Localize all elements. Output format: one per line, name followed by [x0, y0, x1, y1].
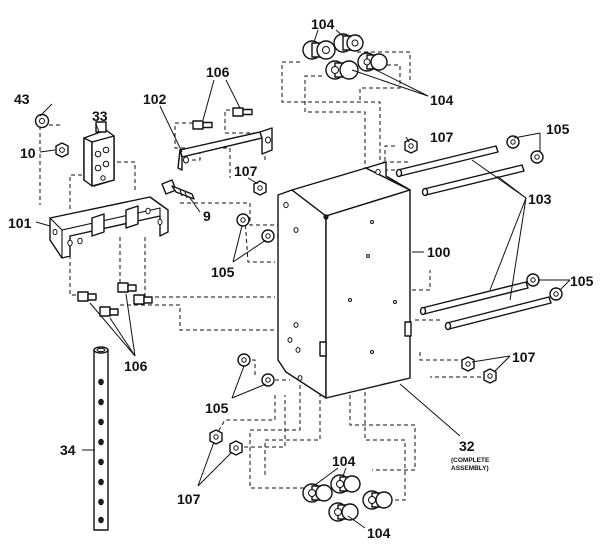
- callout-43: 43: [14, 91, 30, 107]
- nut-43: [34, 113, 50, 129]
- callout-103: 103: [528, 191, 552, 207]
- bracket-102: [177, 127, 273, 171]
- callout-101: 101: [8, 215, 32, 231]
- callout-105-right: 105: [570, 273, 594, 289]
- callout-107-bottom-left: 107: [177, 491, 201, 507]
- callout-105-lower-left: 105: [205, 400, 229, 416]
- callout-104-lower-mid: 104: [332, 453, 356, 469]
- callout-107-lower-right: 107: [512, 349, 536, 365]
- callout-34: 34: [60, 442, 76, 458]
- tube-34: [93, 346, 109, 531]
- callout-106-bottom: 106: [124, 358, 148, 374]
- callout-104-top: 104: [311, 16, 335, 32]
- callout-106-top: 106: [206, 64, 230, 80]
- callout-100: 100: [427, 244, 451, 260]
- callout-9: 9: [203, 208, 211, 224]
- nuts-107: [209, 138, 497, 456]
- bracket-101: [49, 196, 169, 259]
- grommets-104-bottom: [302, 474, 393, 522]
- leader-lines: [35, 29, 571, 529]
- callout-32: 32: [459, 438, 475, 454]
- complete-assembly-note-line1: (COMPLETE: [451, 457, 490, 464]
- bolt-9: [161, 179, 195, 200]
- callout-107-upper-mid: 107: [234, 163, 258, 179]
- callout-107-upper-right: 107: [430, 129, 454, 145]
- washers-105: [236, 135, 563, 387]
- callout-labels: 104 104 106 102 43 33 10 107 9 107 105 1…: [8, 16, 594, 541]
- rods-103: [395, 145, 552, 331]
- callout-105-mid-left: 105: [211, 264, 235, 280]
- screws-106-bottom: [77, 282, 153, 317]
- callout-102: 102: [143, 91, 167, 107]
- nut-10: [55, 142, 69, 158]
- screws-106-top: [192, 107, 253, 130]
- callout-10: 10: [20, 145, 36, 161]
- grommets-104-top: [302, 33, 388, 80]
- complete-assembly-note-line2: ASSEMBLY): [451, 465, 489, 472]
- callout-33: 33: [92, 108, 108, 124]
- terminal-block-33: [83, 121, 115, 187]
- callout-104-top-right: 104: [430, 92, 454, 108]
- main-box-100: [277, 161, 412, 399]
- callout-105-upper-right: 105: [546, 121, 570, 137]
- callout-104-bottom: 104: [367, 525, 391, 541]
